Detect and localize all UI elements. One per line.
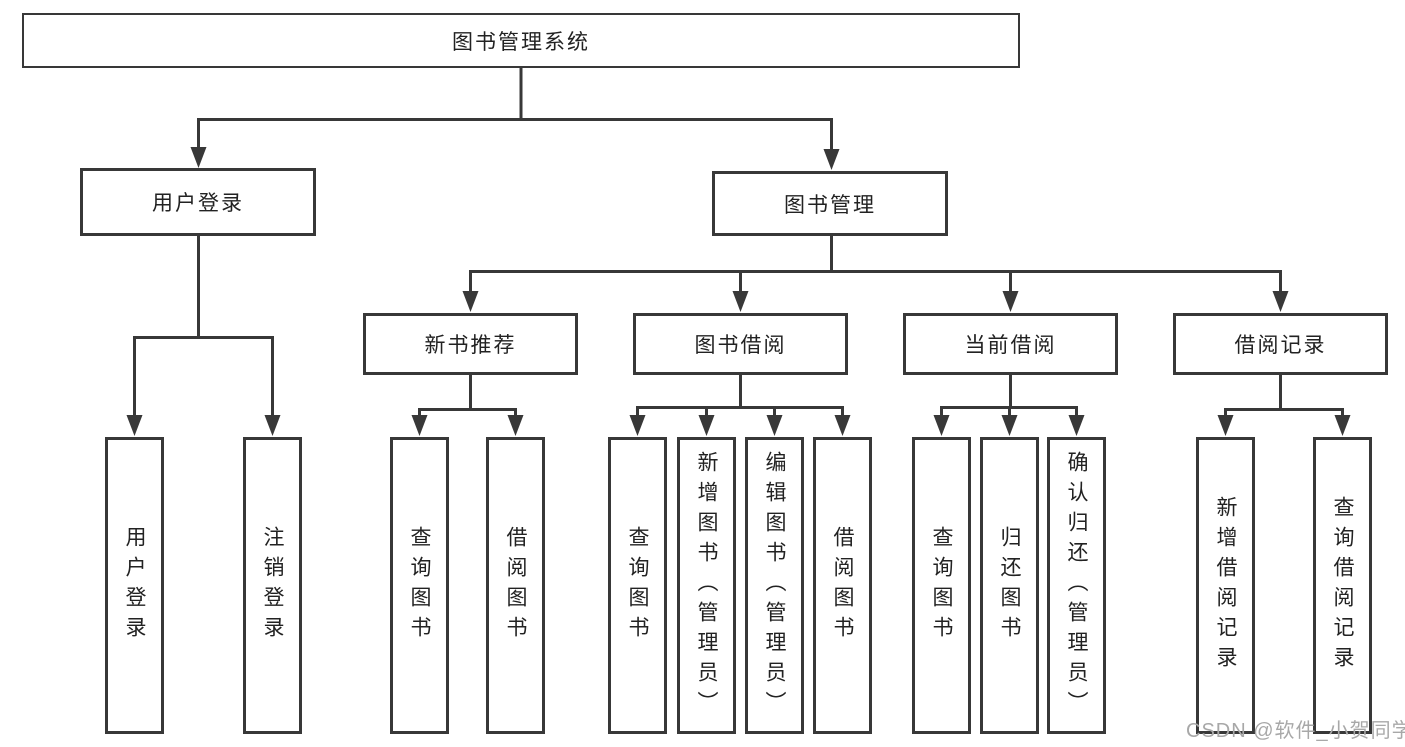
node-query-borrow-record: 查询借阅记录 <box>1313 437 1372 734</box>
node-label: 查询图书 <box>930 525 953 646</box>
node-label: 用户登录 <box>123 525 146 646</box>
node-label: 注销登录 <box>261 525 284 646</box>
node-borrowing-records: 借阅记录 <box>1173 313 1388 375</box>
node-logout-leaf: 注销登录 <box>243 437 302 734</box>
node-label: 新书推荐 <box>424 334 517 357</box>
node-edit-books-admin: 编辑图书（管理员） <box>745 437 804 734</box>
node-add-borrow-record: 新增借阅记录 <box>1196 437 1255 734</box>
node-label: 编辑图书（管理员） <box>763 450 786 721</box>
node-borrow-books-recommend: 借阅图书 <box>486 437 545 734</box>
node-return-books: 归还图书 <box>980 437 1039 734</box>
node-label: 查询图书 <box>626 525 649 646</box>
node-label: 确认归还（管理员） <box>1065 450 1088 721</box>
node-add-books-admin: 新增图书（管理员） <box>677 437 736 734</box>
node-label: 图书管理 <box>784 193 876 217</box>
node-label: 归还图书 <box>998 525 1021 646</box>
node-label: 用户登录 <box>152 192 244 215</box>
node-query-books-current: 查询图书 <box>912 437 971 734</box>
node-label: 新增借阅记录 <box>1214 495 1237 676</box>
node-query-books-recommend: 查询图书 <box>390 437 449 734</box>
node-label: 查询借阅记录 <box>1331 495 1354 676</box>
node-user-login-leaf: 用户登录 <box>105 437 164 734</box>
node-label: 借阅图书 <box>504 525 527 646</box>
node-confirm-return-admin: 确认归还（管理员） <box>1047 437 1106 734</box>
node-label: 图书借阅 <box>694 334 787 357</box>
node-user-login-branch: 用户登录 <box>80 168 316 236</box>
connector-segments <box>133 68 1344 418</box>
node-book-management-branch: 图书管理 <box>712 171 948 236</box>
node-label: 查询图书 <box>408 525 431 646</box>
node-library-management-system: 图书管理系统 <box>22 13 1020 68</box>
node-current-borrowing: 当前借阅 <box>903 313 1118 375</box>
arrowheads <box>126 147 1351 436</box>
node-book-borrowing: 图书借阅 <box>633 313 848 375</box>
watermark-text: CSDN @软件_小贺同学 <box>1186 720 1405 742</box>
node-new-book-recommendation: 新书推荐 <box>363 313 578 375</box>
node-label: 借阅记录 <box>1234 334 1327 357</box>
node-query-books-borrowing: 查询图书 <box>608 437 667 734</box>
node-label: 借阅图书 <box>831 525 854 646</box>
node-label: 新增图书（管理员） <box>695 450 718 721</box>
node-borrow-books-borrowing: 借阅图书 <box>813 437 872 734</box>
node-label: 当前借阅 <box>964 334 1057 357</box>
node-label: 图书管理系统 <box>452 30 590 54</box>
